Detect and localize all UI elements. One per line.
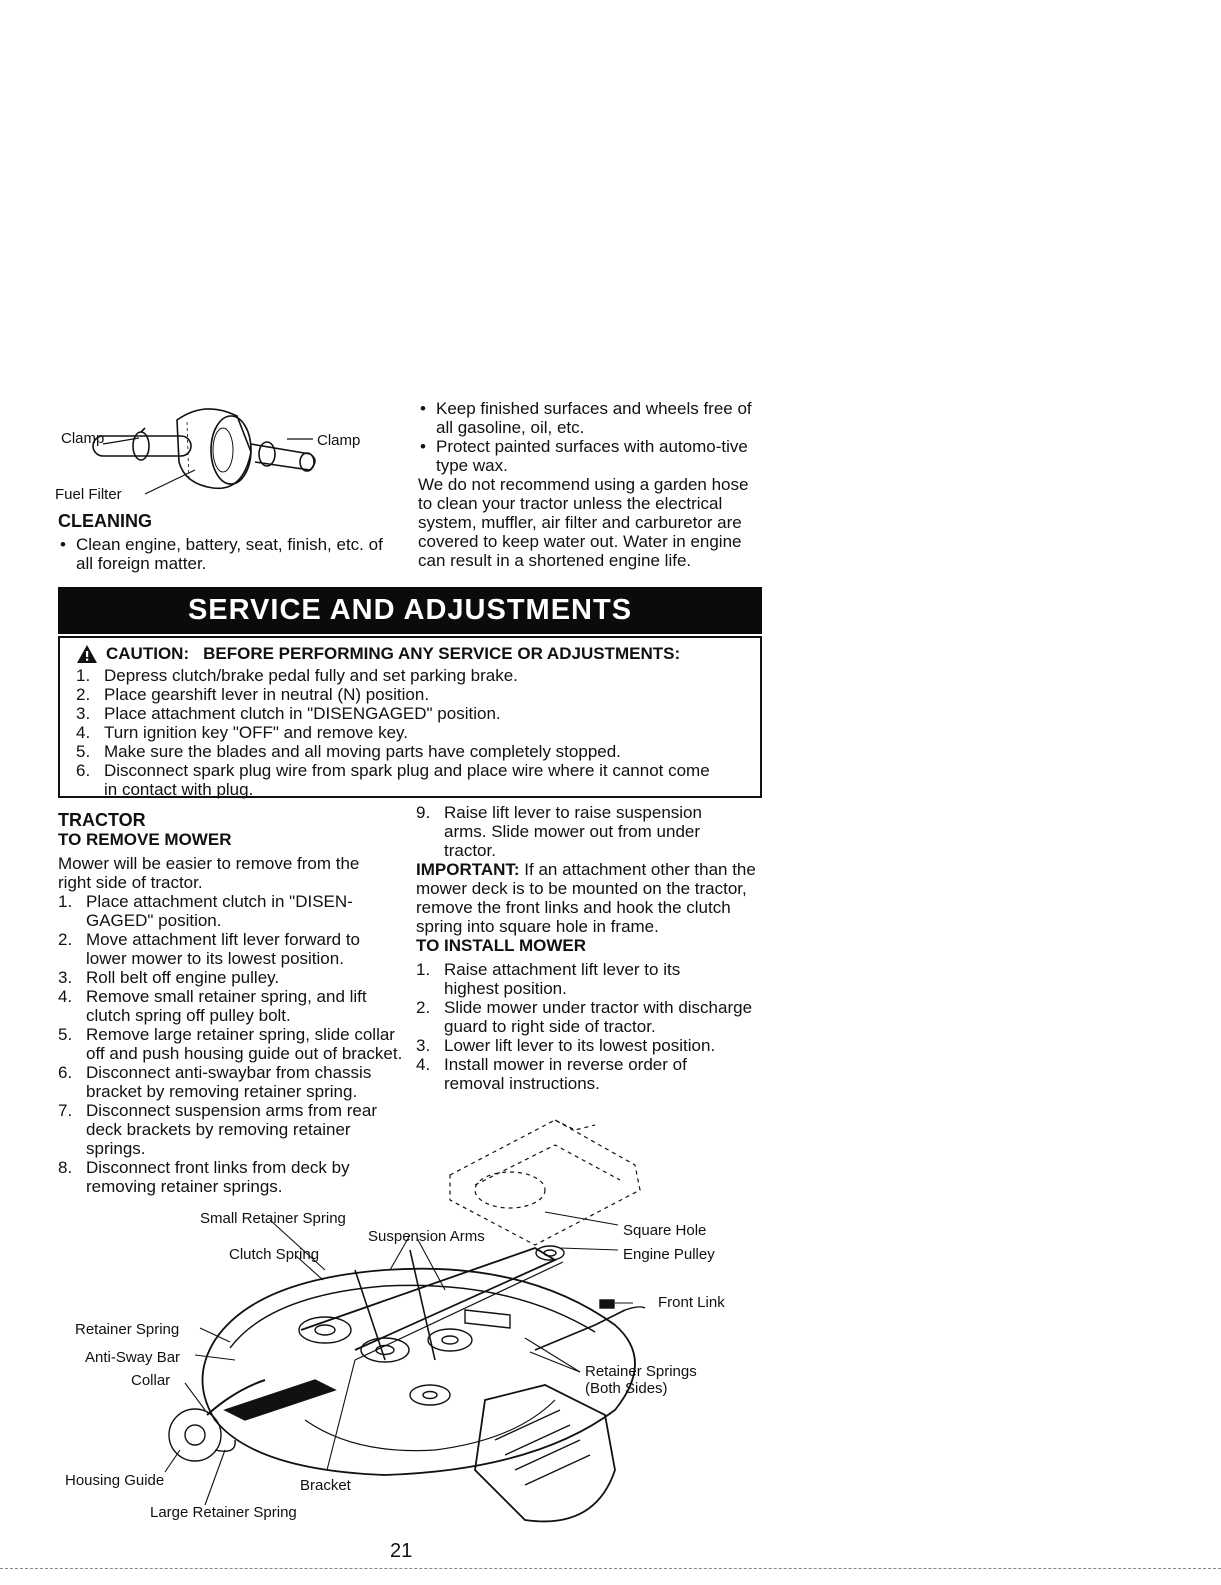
label-anti-sway-bar: Anti-Sway Bar — [85, 1349, 181, 1366]
label-engine-pulley: Engine Pulley — [623, 1246, 715, 1263]
tractor-heading: TRACTOR — [58, 810, 146, 830]
install-step: 4.Install mower in reverse order of remo… — [416, 1055, 687, 1093]
garden-hose-paragraph: We do not recommend using a garden hose … — [418, 475, 749, 570]
remove-step: 4.Remove small retainer spring, and lift… — [58, 987, 367, 1025]
label-both-sides: (Both Sides) — [585, 1380, 668, 1397]
caution-step: 5.Make sure the blades and all moving pa… — [76, 742, 621, 761]
label-retainer-spring: Retainer Spring — [75, 1321, 180, 1338]
label-retainer-springs: Retainer Springs — [585, 1363, 697, 1380]
label-housing-guide: Housing Guide — [65, 1472, 165, 1489]
remove-mower-intro: Mower will be easier to remove from the … — [58, 854, 360, 892]
remove-mower-heading: TO REMOVE MOWER — [58, 830, 232, 849]
fuel-filter-illustration — [92, 408, 316, 495]
label-clutch-spring: Clutch Spring — [229, 1246, 320, 1263]
surfaces-bullet-1: Keep finished surfaces and wheels free o… — [418, 399, 763, 437]
cleaning-heading: CLEANING — [58, 511, 152, 531]
tractor-right-column: 9.Raise lift lever to raise suspension a… — [416, 803, 761, 1093]
bottom-rule — [0, 1568, 1221, 1569]
label-square-hole: Square Hole — [623, 1222, 707, 1239]
label-fuel-filter: Fuel Filter — [55, 486, 122, 503]
remove-step: 6.Disconnect anti-swaybar from chassis b… — [58, 1063, 372, 1101]
label-clamp-left: Clamp — [61, 430, 105, 447]
install-mower-steps: 1.Raise attachment lift lever to its hig… — [416, 960, 761, 1093]
install-step: 1.Raise attachment lift lever to its hig… — [416, 960, 681, 998]
install-step: 2.Slide mower under tractor with dischar… — [416, 998, 753, 1036]
remove-step: 7.Disconnect suspension arms from rear d… — [58, 1101, 378, 1158]
service-adjustments-banner: SERVICE AND ADJUSTMENTS — [58, 587, 762, 634]
caution-step: 4.Turn ignition key "OFF" and remove key… — [76, 723, 409, 742]
label-small-retainer-spring: Small Retainer Spring — [200, 1210, 346, 1227]
cleaning-section: CLEANING Clean engine, battery, seat, fi… — [58, 511, 398, 573]
cleaning-bullets: Clean engine, battery, seat, finish, etc… — [58, 535, 398, 573]
mower-removal-figure: Small Retainer Spring Clutch Spring Susp… — [55, 1110, 775, 1550]
surfaces-bullet-2: Protect painted surfaces with automo-tiv… — [418, 437, 763, 475]
remove-step: 5.Remove large retainer spring, slide co… — [58, 1025, 403, 1063]
label-collar: Collar — [131, 1372, 171, 1389]
important-label: IMPORTANT: — [416, 860, 520, 879]
caution-steps: 1.Depress clutch/brake pedal fully and s… — [76, 666, 750, 799]
cleaning-right-column: Keep finished surfaces and wheels free o… — [418, 399, 763, 570]
important-text: If an attachment other than the mower de… — [416, 860, 756, 936]
banner-title: SERVICE AND ADJUSTMENTS — [187, 594, 633, 626]
caution-step: 2.Place gearshift lever in neutral (N) p… — [76, 685, 430, 704]
label-suspension-arms: Suspension Arms — [368, 1228, 485, 1245]
install-mower-heading: TO INSTALL MOWER — [416, 936, 586, 955]
caution-title-row: CAUTION: BEFORE PERFORMING ANY SERVICE O… — [76, 644, 750, 664]
remove-mower-steps-cont: 9.Raise lift lever to raise suspension a… — [416, 803, 761, 860]
caution-step: 3.Place attachment clutch in "DISENGAGED… — [76, 704, 501, 723]
remove-step: 1.Place attachment clutch in "DISEN-GAGE… — [58, 892, 353, 930]
tractor-left-column: TRACTOR TO REMOVE MOWER Mower will be ea… — [58, 810, 402, 1196]
fuel-filter-figure: Clamp Clamp Fuel Filter — [55, 392, 385, 503]
label-bracket: Bracket — [300, 1477, 351, 1494]
remove-mower-steps: 1.Place attachment clutch in "DISEN-GAGE… — [58, 892, 402, 1196]
warning-triangle-icon — [77, 645, 97, 663]
caution-box: CAUTION: BEFORE PERFORMING ANY SERVICE O… — [58, 636, 762, 799]
important-note: IMPORTANT: If an attachment other than t… — [416, 860, 756, 936]
mower-deck-illustration — [164, 1119, 646, 1523]
surfaces-bullets: Keep finished surfaces and wheels free o… — [418, 399, 763, 475]
cleaning-bullet: Clean engine, battery, seat, finish, etc… — [58, 535, 386, 573]
label-large-retainer-spring: Large Retainer Spring — [150, 1504, 297, 1521]
caution-step: 6.Disconnect spark plug wire from spark … — [76, 761, 710, 799]
remove-step: 2.Move attachment lift lever forward to … — [58, 930, 361, 968]
page-number: 21 — [390, 1540, 413, 1562]
caution-step: 1.Depress clutch/brake pedal fully and s… — [76, 666, 518, 685]
remove-step-9: 9.Raise lift lever to raise suspension a… — [416, 803, 702, 860]
caution-title: BEFORE PERFORMING ANY SERVICE OR ADJUSTM… — [203, 644, 681, 663]
remove-step: 3.Roll belt off engine pulley. — [58, 968, 280, 987]
install-step: 3.Lower lift lever to its lowest positio… — [416, 1036, 716, 1055]
remove-step: 8.Disconnect front links from deck by re… — [58, 1158, 350, 1196]
caution-label: CAUTION: — [106, 644, 190, 663]
label-front-link: Front Link — [658, 1294, 725, 1311]
label-clamp-right: Clamp — [317, 432, 361, 449]
